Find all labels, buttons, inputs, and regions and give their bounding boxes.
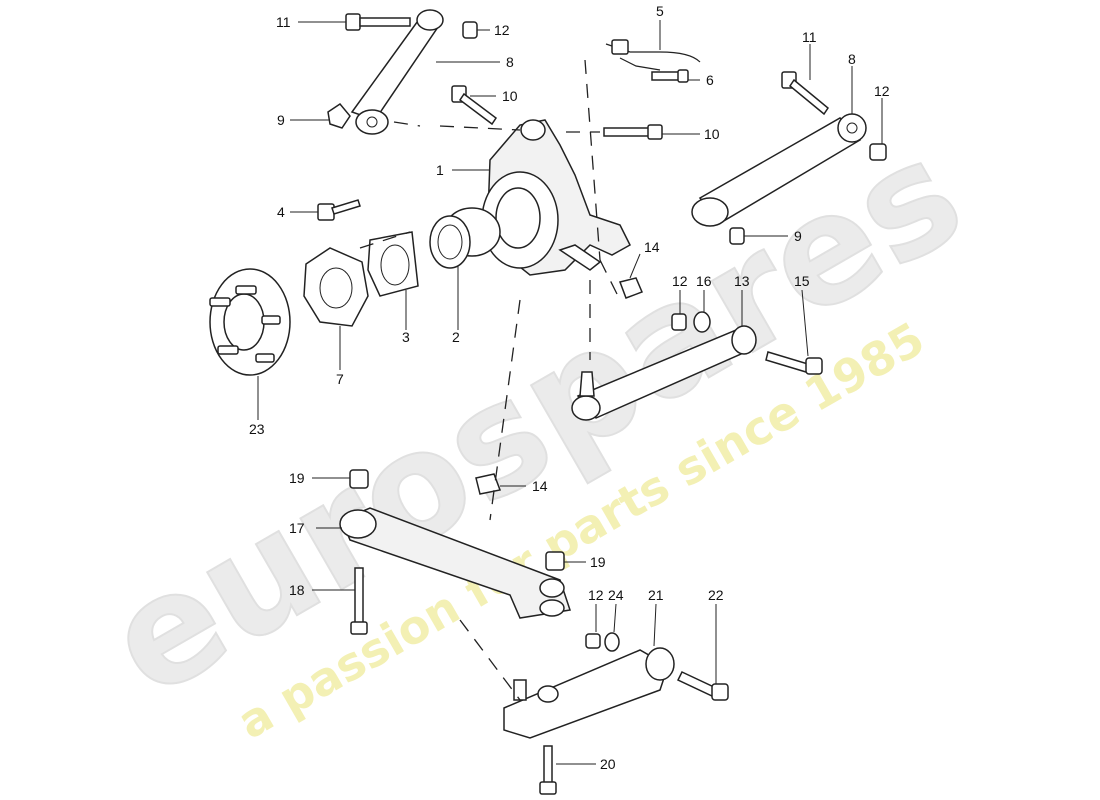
callout-20: 20	[600, 756, 616, 772]
bolt-10-upper	[451, 85, 498, 126]
bolt-18	[350, 567, 368, 635]
callout-18: 18	[289, 582, 305, 598]
callout-21: 21	[648, 587, 664, 603]
shield-plate-3	[367, 231, 419, 297]
wheel-bearing-2	[429, 207, 501, 269]
callout-8-right: 8	[848, 51, 856, 67]
bushing-9-left	[327, 103, 351, 129]
leader-lines	[257, 20, 883, 765]
callout-12-mid: 12	[672, 273, 688, 289]
sensor-cable-5	[605, 39, 701, 71]
callout-9-left: 9	[277, 112, 285, 128]
bolt-20	[539, 745, 557, 795]
callout-14-upper: 14	[644, 239, 660, 255]
callout-17: 17	[289, 520, 305, 536]
callout-5: 5	[656, 3, 664, 19]
callout-1: 1	[436, 162, 444, 178]
lower-control-arm-17	[339, 507, 571, 619]
nut-12-right-top	[869, 143, 887, 161]
callout-23: 23	[249, 421, 265, 437]
bolt-22	[676, 671, 729, 701]
bolt-11-right	[781, 71, 830, 116]
bolt-4	[317, 199, 361, 221]
bolt-15	[765, 351, 823, 375]
callout-9-right: 9	[794, 228, 802, 244]
wheel-carrier-1	[481, 119, 631, 276]
upper-control-link-right	[691, 113, 867, 227]
callout-19-lower: 19	[590, 554, 606, 570]
nut-12-mid	[671, 313, 687, 331]
callout-11-right: 11	[802, 29, 817, 45]
nut-14-lower	[475, 473, 502, 495]
callout-16: 16	[696, 273, 712, 289]
toe-link-13	[571, 325, 757, 421]
callout-13: 13	[734, 273, 750, 289]
nut-19-lower	[545, 551, 565, 571]
wheel-hub-23	[209, 268, 291, 376]
drive-flange-7	[303, 247, 369, 327]
bolt-10-right	[603, 124, 663, 140]
callout-12-left: 12	[494, 22, 510, 38]
washer-24	[604, 632, 620, 652]
callout-19-upper: 19	[289, 470, 305, 486]
callout-4: 4	[277, 204, 285, 220]
upper-control-link-left	[350, 9, 444, 135]
callout-numbers: 11 12 8 9 10 10 5 6 1 4 2 3 7 23 11 8 12…	[249, 3, 890, 772]
callout-22: 22	[708, 587, 724, 603]
callout-10-upper: 10	[502, 88, 518, 104]
callout-2: 2	[452, 329, 460, 345]
nut-14-upper	[619, 277, 643, 299]
callout-8-left: 8	[506, 54, 514, 70]
nut-12-left	[462, 21, 478, 39]
callout-12-right-top: 12	[874, 83, 890, 99]
lower-link-21	[503, 647, 675, 739]
nut-19-upper	[349, 469, 369, 489]
nut-12-low	[585, 633, 601, 649]
callout-12-low: 12	[588, 587, 604, 603]
callout-11-left: 11	[276, 14, 291, 30]
bushing-9-right	[729, 227, 745, 245]
callout-10-right: 10	[704, 126, 720, 142]
callout-14-lower: 14	[532, 478, 548, 494]
callout-15: 15	[794, 273, 810, 289]
callout-6: 6	[706, 72, 714, 88]
washer-16	[693, 311, 711, 333]
screw-6	[651, 69, 689, 83]
bolt-11-left	[345, 13, 411, 31]
callout-24: 24	[608, 587, 624, 603]
callout-3: 3	[402, 329, 410, 345]
callout-7: 7	[336, 371, 344, 387]
assembly-lines	[359, 59, 621, 701]
